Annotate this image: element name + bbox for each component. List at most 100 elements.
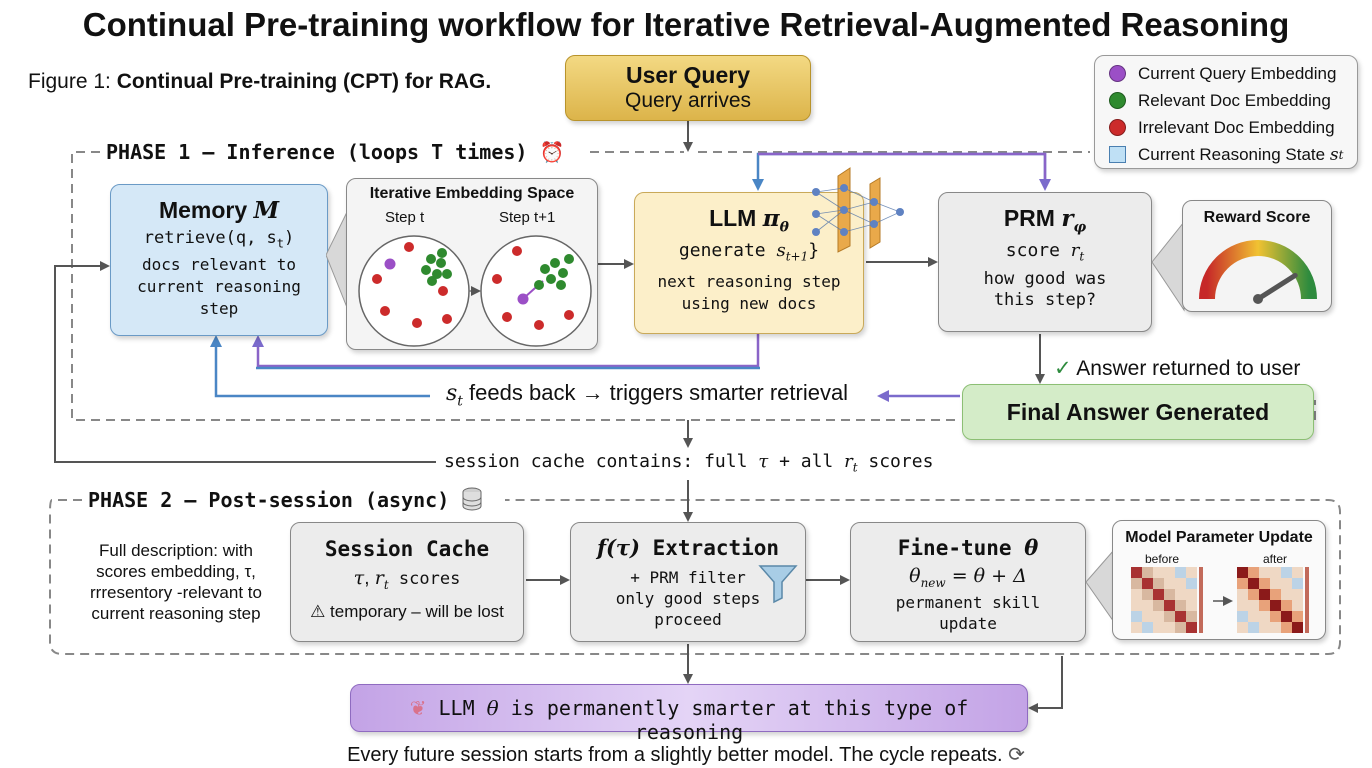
user-query-subtitle: Query arrives bbox=[624, 89, 752, 112]
heatmap-cell bbox=[1175, 600, 1186, 611]
llm-gen-suffix: } bbox=[808, 239, 820, 261]
brain-icon: ❦ bbox=[409, 696, 427, 720]
extraction-func: f(τ) bbox=[596, 535, 640, 560]
feedback-text: feeds back → triggers smarter retrieval bbox=[462, 380, 849, 405]
heatmap-cell bbox=[1259, 622, 1270, 633]
extraction-desc: + PRM filter only good steps proceed bbox=[571, 567, 805, 630]
embedding-space-title: Iterative Embedding Space bbox=[369, 185, 575, 202]
extraction-title: f(τ) Extraction bbox=[571, 535, 805, 561]
full-desc-2: scores embedding, τ, bbox=[96, 562, 256, 581]
before-label: before bbox=[1145, 552, 1180, 566]
prm-box[interactable]: PRM rφ score rt how good was this step? bbox=[938, 192, 1152, 332]
session-cache-title: Session Cache bbox=[324, 537, 490, 561]
heatmap-cell bbox=[1237, 589, 1248, 600]
final-answer-box[interactable]: Final Answer Generated bbox=[962, 384, 1314, 440]
result-theta: θ bbox=[486, 696, 499, 720]
llm-sub: θ bbox=[779, 219, 789, 236]
legend-sub: t bbox=[1338, 147, 1344, 162]
llm-desc: next reasoning step using new docs bbox=[635, 271, 863, 315]
llm-gen-math: s bbox=[776, 239, 786, 261]
heatmap-cell bbox=[1164, 589, 1175, 600]
heatmap-cell bbox=[1153, 622, 1164, 633]
prm-score-sub: t bbox=[1079, 249, 1085, 264]
finetune-title-text: Fine-tune bbox=[897, 536, 1025, 560]
footer-text: Every future session starts from a sligh… bbox=[347, 744, 1003, 766]
neural-network-icon bbox=[812, 167, 904, 253]
result-text: ❦ LLM θ is permanently smarter at this t… bbox=[351, 696, 1027, 744]
step-t1-label: Step t+1 bbox=[499, 209, 556, 226]
memory-box[interactable]: Memory M retrieve(q, st) docs relevant t… bbox=[110, 184, 328, 336]
heatmap-cell bbox=[1153, 567, 1164, 578]
heatmap-cell bbox=[1248, 589, 1259, 600]
heatmap-cell bbox=[1259, 611, 1270, 622]
prm-title: PRM rφ bbox=[939, 205, 1151, 236]
final-answer-text: Final Answer Generated bbox=[1006, 399, 1270, 425]
heatmap-cell bbox=[1259, 567, 1270, 578]
reward-score-panel: Reward Score bbox=[1182, 200, 1332, 312]
warning-icon: ⚠ bbox=[310, 601, 326, 622]
funnel-icon bbox=[758, 565, 798, 604]
note-sub: t bbox=[852, 460, 858, 475]
extraction-box[interactable]: f(τ) Extraction + PRM filter only good s… bbox=[570, 522, 806, 642]
figure-caption: Figure 1: Continual Pre-training (CPT) f… bbox=[28, 70, 491, 94]
memory-title: Memory M bbox=[111, 197, 327, 224]
heatmap-cell bbox=[1175, 578, 1186, 589]
finetune-box[interactable]: Fine-tune θ θnew = θ + Δ permanent skill… bbox=[850, 522, 1086, 642]
finetune-title: Fine-tune θ bbox=[851, 535, 1085, 561]
heatmap-cell bbox=[1248, 567, 1259, 578]
llm-box[interactable]: LLM πθ generate st+1} next reasoning ste… bbox=[634, 192, 864, 334]
llm-generate: generate st+1} bbox=[635, 240, 863, 264]
finetune-eq-rest: = θ + Δ bbox=[945, 565, 1027, 587]
heatmap-cell bbox=[1142, 578, 1153, 589]
alarm-clock-icon: ⏰ bbox=[539, 140, 565, 164]
heatmap-cell bbox=[1259, 578, 1270, 589]
phase1-label: PHASE 1 – Inference (loops T times) ⏰ bbox=[100, 140, 571, 164]
finetune-line-1: permanent skill bbox=[895, 592, 1041, 612]
feedback-math: s bbox=[446, 381, 458, 406]
heatmap-cell bbox=[1248, 578, 1259, 589]
after-label: after bbox=[1263, 552, 1288, 566]
heatmap-cell bbox=[1131, 578, 1142, 589]
legend-label-relevant: Relevant Doc Embedding bbox=[1138, 90, 1331, 110]
extraction-line-1: + PRM filter bbox=[630, 568, 746, 587]
heatmap-cell bbox=[1175, 589, 1186, 600]
memory-desc-2: current reasoning bbox=[137, 277, 301, 297]
heatmap-cell bbox=[1292, 567, 1303, 578]
reward-callout-wedge bbox=[1151, 220, 1185, 312]
full-description: Full description: with scores embedding,… bbox=[68, 540, 284, 624]
heatmap-cell bbox=[1281, 611, 1292, 622]
full-desc-1: Full description: with bbox=[98, 541, 253, 560]
finetune-desc: permanent skill update bbox=[851, 592, 1085, 634]
extraction-line-2: only good steps bbox=[615, 589, 761, 608]
note-prefix: session cache contains: full bbox=[444, 451, 759, 472]
user-query-box[interactable]: User Query Query arrives bbox=[565, 55, 811, 121]
answer-returned-label: ✓ Answer returned to user bbox=[1054, 356, 1300, 381]
memory-desc: docs relevant to current reasoning step bbox=[111, 254, 327, 320]
heatmap-cell bbox=[1142, 567, 1153, 578]
caption-text: Continual Pre-training (CPT) for RAG. bbox=[116, 70, 492, 93]
cache-tau: τ bbox=[353, 567, 365, 589]
llm-title: LLM πθ bbox=[635, 205, 863, 236]
heatmap-cell bbox=[1292, 600, 1303, 611]
cache-warning-text: temporary – will be lost bbox=[325, 601, 504, 621]
embedding-space-panel: Iterative Embedding Space Step t Step t+… bbox=[346, 178, 598, 350]
legend: Current Query Embedding Relevant Doc Emb… bbox=[1094, 55, 1358, 169]
caption-prefix: Figure 1: bbox=[28, 70, 117, 93]
llm-gen-sub: t+1 bbox=[785, 249, 809, 264]
heatmap-cell bbox=[1248, 622, 1259, 633]
prm-score-math: r bbox=[1070, 239, 1080, 261]
cache-r: r bbox=[374, 567, 384, 589]
finetune-eq-sub: new bbox=[920, 575, 946, 590]
heatmap-cell bbox=[1292, 611, 1303, 622]
finetune-to-result-arrow bbox=[1028, 656, 1063, 713]
heatmap-cell bbox=[1153, 578, 1164, 589]
result-bar[interactable]: ❦ LLM θ is permanently smarter at this t… bbox=[350, 684, 1028, 744]
prm-desc-2: this step? bbox=[993, 290, 1097, 311]
param-update-title: Model Parameter Update bbox=[1125, 529, 1313, 546]
session-cache-box[interactable]: Session Cache τ, rt scores ⚠ temporary –… bbox=[290, 522, 524, 642]
heatmap-cell bbox=[1164, 567, 1175, 578]
llm-gen-prefix: generate bbox=[678, 239, 777, 261]
heatmap-cell bbox=[1131, 600, 1142, 611]
memory-call-sub: t bbox=[276, 236, 285, 251]
